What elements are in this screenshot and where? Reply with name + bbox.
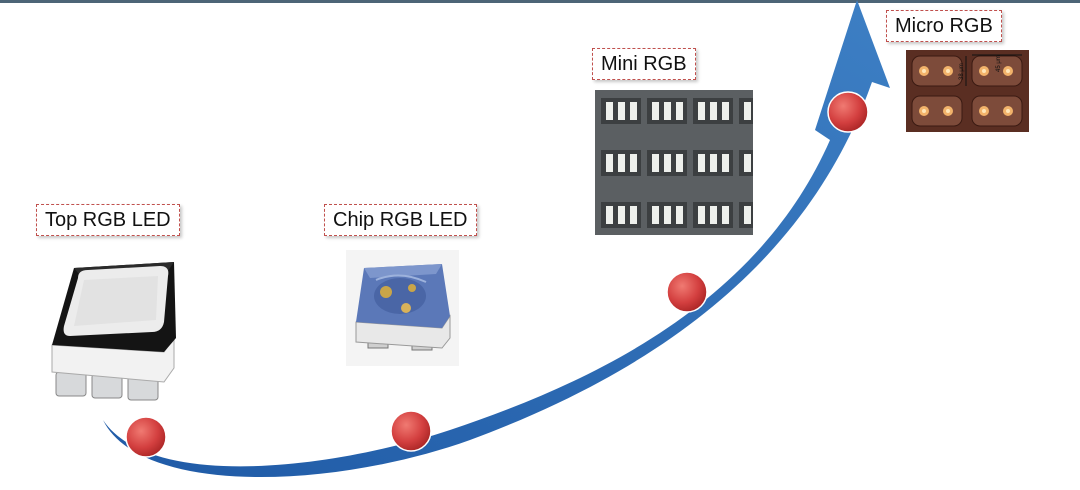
stage-label-top-rgb-led: Top RGB LED (36, 204, 180, 236)
mini-rgb-cell (601, 202, 641, 228)
mini-rgb-cell (647, 150, 687, 176)
mini-rgb-cell (693, 150, 733, 176)
mini-rgb-cell (693, 98, 733, 124)
mini-rgb-cell (693, 202, 733, 228)
mini-rgb-cell (647, 202, 687, 228)
growth-arrow-body (103, 0, 890, 478)
mini-rgb-cell (739, 202, 753, 228)
mini-rgb-micrograph (595, 90, 753, 235)
top-rgb-led-photo (42, 250, 188, 406)
mini-rgb-cell (601, 98, 641, 124)
chip-rgb-led-photo (346, 250, 459, 366)
stage-label-chip-rgb-led: Chip RGB LED (324, 204, 477, 236)
mini-rgb-cell (647, 98, 687, 124)
milestone-dot-3 (666, 271, 708, 313)
micro-rgb-dimension-38: 38 μm (959, 63, 965, 80)
mini-rgb-cell (739, 98, 753, 124)
micro-rgb-dimension-45: 45 μm (996, 55, 1002, 72)
milestone-dot-4 (827, 91, 869, 133)
milestone-dot-2 (390, 410, 432, 452)
mini-rgb-cell (601, 150, 641, 176)
stage-label-micro-rgb: Micro RGB (886, 10, 1002, 42)
milestone-dot-1 (125, 416, 167, 458)
top-rule (0, 0, 1080, 3)
micro-rgb-micrograph: 38 μm 45 μm (906, 50, 1029, 132)
stage-label-mini-rgb: Mini RGB (592, 48, 696, 80)
mini-rgb-cell (739, 150, 753, 176)
